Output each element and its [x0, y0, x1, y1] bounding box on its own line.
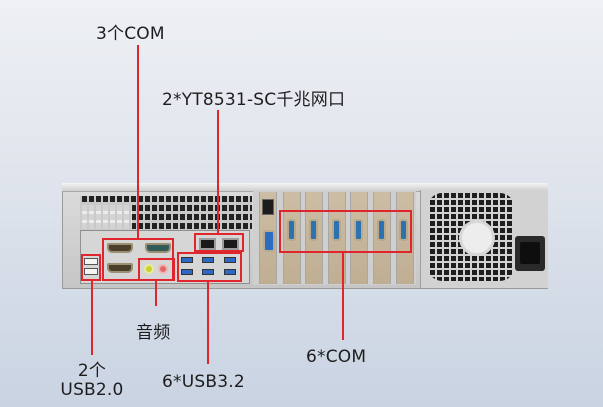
callout-box-audio	[138, 258, 175, 281]
label-usb2-line1: 2个	[77, 361, 107, 381]
lan-port	[199, 238, 216, 250]
label-6-com: 6*COM	[306, 347, 367, 367]
callout-line-usb2	[91, 281, 93, 355]
label-lan: 2*YT8531-SC千兆网口	[162, 90, 346, 110]
expansion-com-port	[332, 219, 341, 241]
expansion-com-port	[377, 219, 386, 241]
expansion-com-port	[399, 219, 408, 241]
label-audio: 音频	[136, 323, 171, 343]
audio-line-out-jack	[144, 264, 154, 274]
expansion-com-port	[287, 219, 296, 241]
power-inlet-socket	[520, 242, 540, 264]
callout-box-usb3	[177, 252, 242, 282]
audio-mic-jack	[158, 264, 168, 274]
usb3-port	[202, 269, 214, 275]
usb3-port	[202, 257, 214, 263]
label-usb3: 6*USB3.2	[162, 372, 245, 392]
callout-box-expansion-com	[279, 210, 412, 253]
usb3-port	[181, 257, 193, 263]
com-port	[145, 243, 171, 253]
callout-box-lan	[194, 233, 244, 252]
callout-line-audio	[155, 281, 157, 306]
usb3-port	[224, 269, 236, 275]
com-port	[107, 263, 133, 273]
expansion-com-port	[354, 219, 363, 241]
psu-fan-hub	[459, 220, 495, 256]
usb2-port	[84, 258, 98, 265]
expansion-com-port	[309, 219, 318, 241]
hdmi-port	[262, 199, 274, 215]
label-3-com: 3个COM	[96, 24, 165, 44]
com-port	[107, 243, 133, 253]
callout-line-lan	[217, 110, 219, 234]
usb2-port	[84, 268, 98, 275]
vga-port	[263, 230, 275, 252]
vent-grille-highlight	[80, 205, 132, 229]
callout-line-expansion-com	[342, 253, 344, 340]
callout-line-usb3	[207, 282, 209, 364]
callout-line-com	[137, 45, 139, 239]
usb3-port	[181, 269, 193, 275]
lan-port	[222, 238, 239, 250]
usb3-port	[224, 257, 236, 263]
callout-box-usb2	[81, 254, 101, 281]
label-usb2-line2: USB2.0	[60, 380, 124, 400]
label-usb2: 2个 USB2.0	[60, 362, 124, 400]
